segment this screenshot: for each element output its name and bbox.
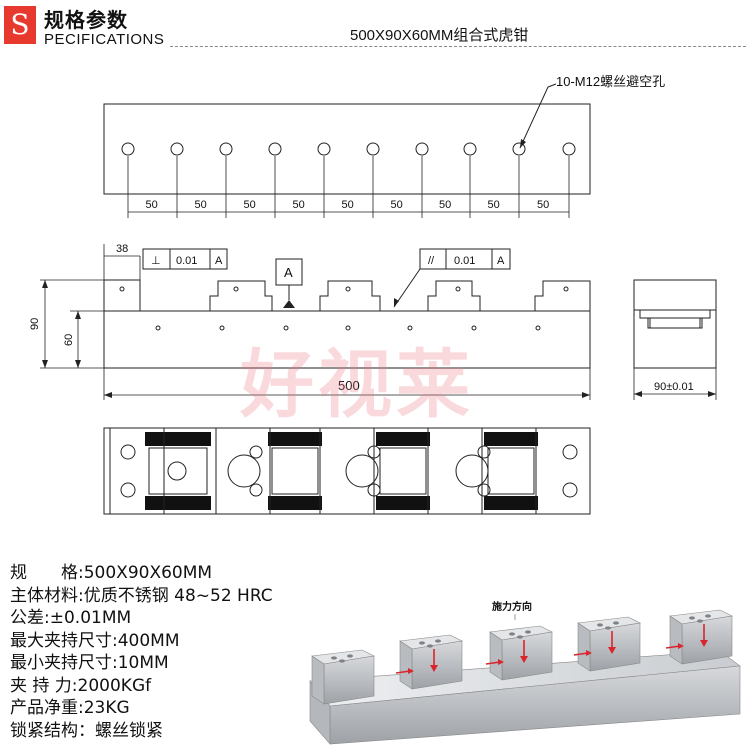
hole-callout: 10-M12螺丝避空孔	[556, 74, 665, 89]
mounting-hole	[317, 142, 331, 156]
mounting-holes	[121, 142, 576, 156]
pitch-dimension: 50	[439, 199, 451, 211]
spec-lock: 锁紧结构：螺丝锁紧	[10, 720, 163, 741]
spec-size: 规 格:500X90X60MM	[10, 563, 213, 583]
front-view	[103, 279, 591, 369]
perp-datum-ref: A	[215, 255, 223, 267]
para-tolerance: 0.01	[454, 255, 475, 267]
dim-38: 38	[116, 243, 128, 255]
product-illustration: 施力方向	[309, 600, 741, 745]
top-view-plate	[103, 103, 591, 195]
pitch-dimension: 50	[146, 199, 158, 211]
callout-leader	[519, 86, 549, 149]
pitch-dimension: 50	[488, 199, 500, 211]
spec-max-clamp: 最大夹持尺寸:400MM	[10, 630, 180, 651]
spec-weight: 产品净重:23KG	[10, 698, 130, 718]
force-direction-label: 施力方向	[492, 600, 532, 613]
perp-symbol: ⊥	[151, 255, 161, 267]
spec-material: 主体材料:优质不锈钢 48~52 HRC	[10, 585, 273, 606]
parallelism-frame	[419, 248, 511, 270]
spec-list: 规 格:500X90X60MM 主体材料:优质不锈钢 48~52 HRC 公差:…	[10, 562, 273, 742]
pitch-dimension: 50	[244, 199, 256, 211]
mounting-hole	[415, 142, 429, 156]
pitch-dimension: 50	[537, 199, 549, 211]
product-title: 500X90X60MM组合式虎钳	[350, 27, 529, 44]
technical-drawing: 10-M12螺丝避空孔 50 50 50 50 50 50 50 50 50 38 ⊥ 0.01…	[29, 74, 717, 515]
header: S 规格参数 PECIFICATIONS 500X90X60MM组合式虎钳	[0, 0, 750, 52]
mounting-hole	[219, 142, 233, 156]
mounting-hole	[268, 142, 282, 156]
dim-500: 500	[338, 378, 360, 393]
datum-label: A	[284, 265, 293, 280]
header-divider	[170, 46, 746, 47]
dim-60: 60	[63, 334, 75, 346]
perpendicularity-frame	[142, 248, 228, 270]
pitch-dimension: 50	[293, 199, 305, 211]
spec-clamp-force: 夹 持 力:2000KGf	[10, 675, 152, 696]
pitch-dimension: 50	[195, 199, 207, 211]
dim-width: 90±0.01	[654, 381, 694, 393]
para-symbol: //	[428, 255, 435, 267]
spec-tolerance: 公差:±0.01MM	[10, 608, 132, 628]
para-datum-ref: A	[497, 255, 505, 267]
mounting-hole	[170, 142, 184, 156]
mounting-hole	[512, 142, 526, 156]
section-title: 规格参数	[44, 8, 128, 32]
section-badge: S	[4, 6, 36, 44]
pitch-dimension: 50	[391, 199, 403, 211]
dim-90: 90	[29, 318, 41, 330]
mounting-hole	[562, 142, 576, 156]
mounting-hole	[463, 142, 477, 156]
perp-tolerance: 0.01	[176, 255, 197, 267]
side-view	[633, 279, 717, 369]
watermark: 好视莱	[240, 342, 474, 428]
spec-min-clamp: 最小夹持尺寸:10MM	[10, 653, 169, 673]
mounting-hole	[121, 142, 135, 156]
mounting-hole	[366, 142, 380, 156]
section-subtitle: PECIFICATIONS	[44, 31, 165, 48]
pitch-dimension: 50	[342, 199, 354, 211]
